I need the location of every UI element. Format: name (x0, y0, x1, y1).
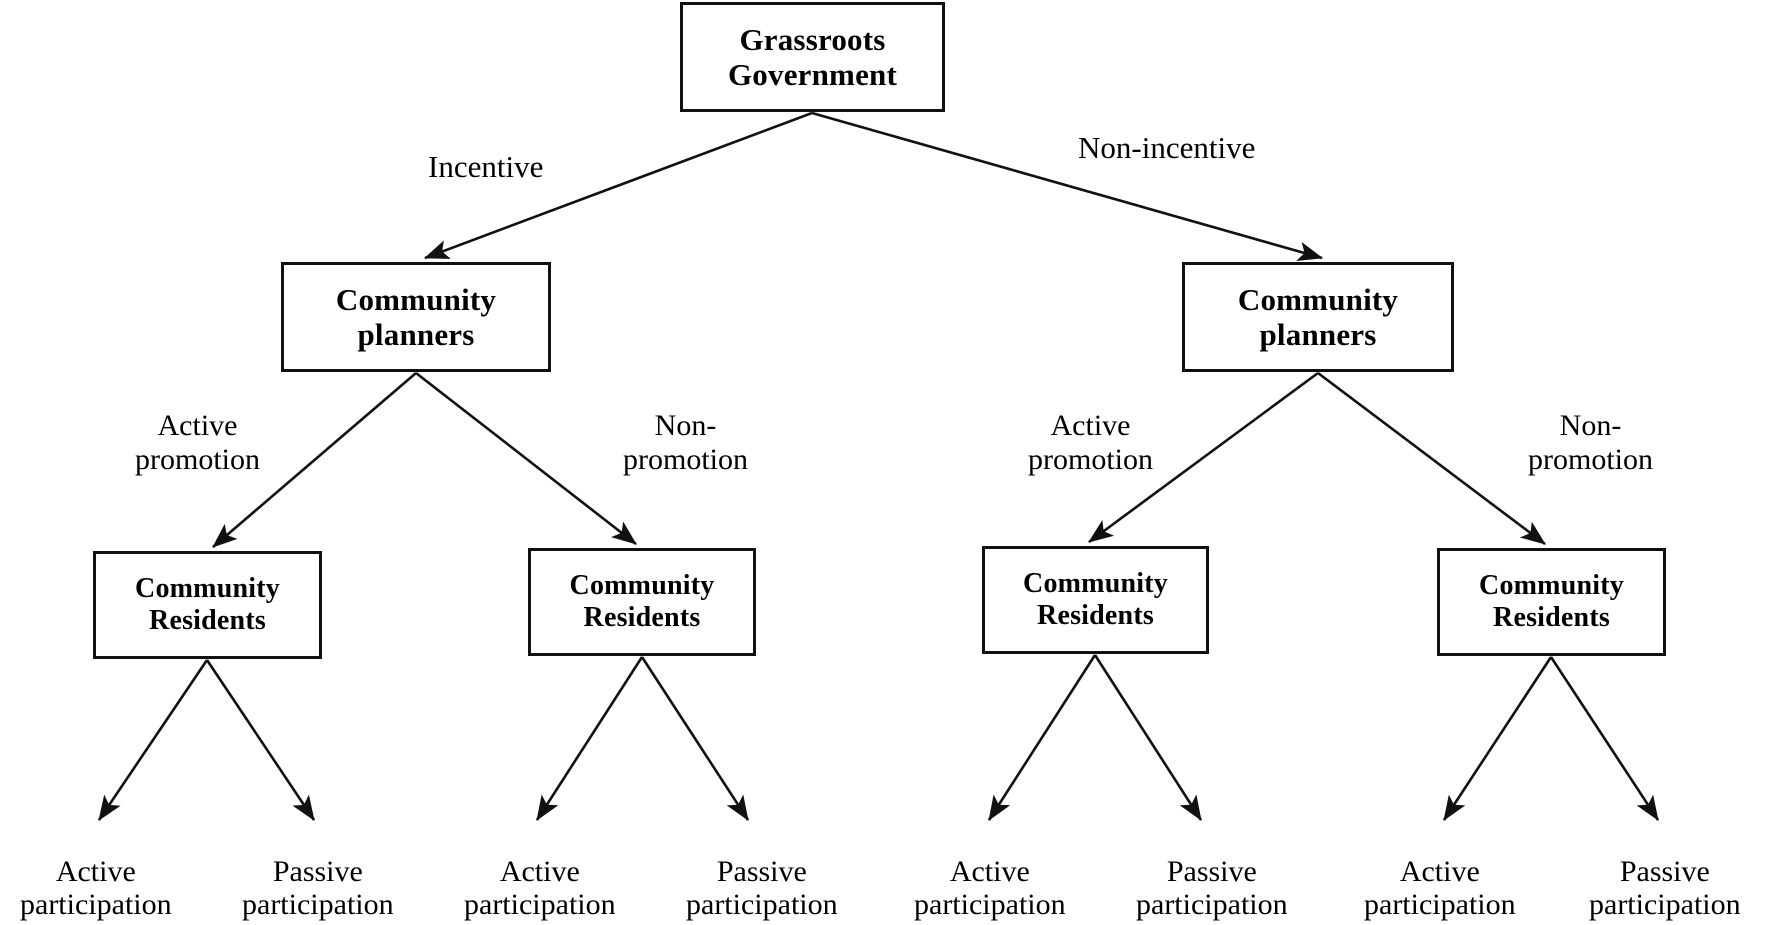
leaf-passive-participation-3: Passive participation (1136, 855, 1288, 921)
leaf-label-line2: participation (20, 888, 172, 921)
node-community-planners-right[interactable]: Community planners (1182, 262, 1454, 372)
edge-label-line1: Active (157, 409, 238, 442)
edge-label-line1: Non-incentive (1078, 130, 1256, 165)
node-label-line1: Grassroots (739, 21, 886, 57)
leaf-label-line1: Passive (1166, 855, 1257, 888)
edge-label-line1: Non- (1559, 409, 1622, 442)
edge-plannersL-to-residents2 (415, 371, 637, 546)
node-grassroots-government[interactable]: Grassroots Government (680, 2, 945, 112)
edge-label-line2: promotion (1028, 442, 1153, 476)
edge-residents2-to-passive (640, 656, 750, 821)
leaf-passive-participation-4: Passive participation (1589, 855, 1741, 921)
edge-residents1-to-active (97, 659, 209, 821)
leaf-label-line1: Active (1399, 855, 1480, 888)
node-community-residents-2[interactable]: Community Residents (528, 548, 756, 656)
edge-label-line2: promotion (135, 442, 260, 476)
edge-label-line1: Incentive (428, 149, 544, 184)
edge-residents2-to-active (535, 656, 644, 821)
node-community-residents-3[interactable]: Community Residents (982, 546, 1209, 654)
node-label-line1: Community (1479, 570, 1624, 602)
leaf-label-line2: participation (242, 888, 394, 921)
node-community-residents-4[interactable]: Community Residents (1437, 548, 1666, 656)
edge-label-active-promotion-1: Active promotion (135, 409, 260, 476)
leaf-label-line2: participation (1589, 888, 1741, 921)
node-label-line2: Government (727, 57, 898, 92)
edge-label-active-promotion-2: Active promotion (1028, 409, 1153, 476)
node-community-planners-left[interactable]: Community planners (281, 262, 551, 372)
leaf-active-participation-1: Active participation (20, 855, 172, 921)
edge-label-line2: promotion (623, 442, 748, 476)
node-label-line1: Community (1237, 281, 1399, 317)
edge-label-non-promotion-2: Non- promotion (1528, 409, 1653, 476)
node-label-line2: planners (1259, 317, 1377, 352)
edge-label-line1: Active (1050, 409, 1131, 442)
node-label-line2: Residents (1037, 600, 1154, 631)
leaf-label-line2: participation (914, 888, 1066, 921)
edge-residents3-to-passive (1093, 654, 1203, 821)
edge-label-line2: promotion (1528, 442, 1653, 476)
edge-root-to-planners-left (424, 111, 813, 260)
leaf-label-line1: Active (55, 855, 136, 888)
edge-residents4-to-passive (1549, 656, 1660, 821)
leaf-label-line1: Passive (716, 855, 807, 888)
edge-label-non-promotion-1: Non- promotion (623, 409, 748, 476)
node-label-line2: Residents (583, 602, 701, 633)
edge-residents1-to-passive (205, 659, 316, 821)
edge-label-non-incentive: Non-incentive (1078, 130, 1256, 166)
leaf-label-line2: participation (686, 888, 838, 921)
leaf-active-participation-3: Active participation (914, 855, 1066, 921)
node-label-line2: Residents (149, 605, 266, 636)
edge-residents4-to-active (1442, 656, 1553, 821)
leaf-label-line1: Passive (272, 855, 363, 888)
leaf-label-line1: Passive (1619, 855, 1710, 888)
node-label-line1: Community (1023, 568, 1168, 600)
node-label-line1: Community (335, 281, 497, 317)
edge-label-line1: Non- (654, 409, 717, 442)
node-label-line2: planners (357, 317, 475, 352)
leaf-active-participation-4: Active participation (1364, 855, 1516, 921)
leaf-label-line1: Active (949, 855, 1030, 888)
leaf-label-line2: participation (1136, 888, 1288, 921)
leaf-label-line2: participation (1364, 888, 1516, 921)
edge-label-incentive: Incentive (428, 149, 544, 185)
leaf-label-line1: Active (499, 855, 580, 888)
edge-plannersR-to-residents4 (1317, 371, 1546, 546)
leaf-label-line2: participation (464, 888, 616, 921)
node-label-line1: Community (135, 573, 280, 605)
node-label-line2: Residents (1493, 602, 1610, 633)
node-community-residents-1[interactable]: Community Residents (93, 551, 322, 659)
leaf-passive-participation-1: Passive participation (242, 855, 394, 921)
node-label-line1: Community (569, 570, 715, 602)
leaf-passive-participation-2: Passive participation (686, 855, 838, 921)
leaf-active-participation-2: Active participation (464, 855, 616, 921)
edge-residents3-to-active (987, 654, 1097, 821)
